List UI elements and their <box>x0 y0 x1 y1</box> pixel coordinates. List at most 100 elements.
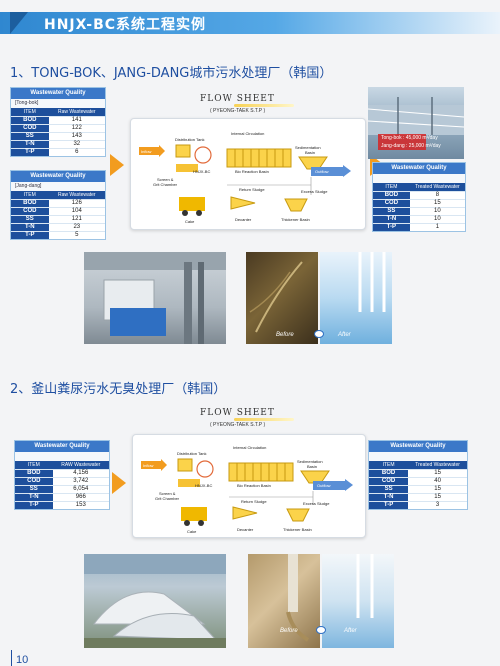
photo-before-treatment-2 <box>248 554 320 648</box>
flow-sheet-title: FLOW SHEET <box>200 94 275 104</box>
row-value: 15 <box>408 494 467 501</box>
row-value: 143 <box>48 133 105 140</box>
sludge-water-illustration <box>249 261 303 333</box>
row-value: 104 <box>48 208 105 215</box>
flow-label-decanter: Decanter <box>237 527 254 532</box>
row-value: 3,742 <box>52 478 109 485</box>
clear-water-illustration <box>358 252 386 312</box>
flow-diagram-graphics <box>139 144 351 216</box>
table-heading: Wastewater Quality <box>373 163 465 174</box>
row-item: COD <box>11 125 49 132</box>
column-item: ITEM <box>369 461 409 469</box>
row-value: 966 <box>52 494 109 501</box>
page-number: 10 <box>16 654 29 666</box>
row-item: T-N <box>11 224 49 231</box>
flow-label-screen: Screen & <box>157 177 174 182</box>
column-item: ITEM <box>373 183 410 191</box>
flow-label-internal-circulation: Internal Circulation <box>233 445 267 450</box>
aeration-basin-illustration <box>368 97 464 135</box>
table-heading: Wastewater Quality <box>11 171 105 182</box>
row-item: T-N <box>15 494 53 501</box>
row-item: COD <box>373 200 410 207</box>
row-value: 1 <box>409 224 465 231</box>
flow-label-system: HNJX-BC <box>193 169 211 174</box>
table-column-headers: ITEM Raw Wastewater <box>11 191 105 199</box>
eye-icon <box>316 626 326 634</box>
flow-sheet-diagram-2: Inflow Distribution Tank Internal Circul… <box>132 434 366 538</box>
treated-quality-table-1: Wastewater Quality ITEM Treated Wastewat… <box>372 162 466 232</box>
flow-label-inflow: Inflow <box>141 149 152 154</box>
row-value: 5 <box>48 232 105 239</box>
column-item: ITEM <box>11 191 49 199</box>
row-value: 40 <box>408 478 467 485</box>
table-column-headers: ITEM Treated Wastewater <box>373 183 465 191</box>
column-value: RAW Wastewater <box>52 461 109 469</box>
row-value: 10 <box>409 216 465 223</box>
row-item: BOD <box>369 470 409 477</box>
flow-title-underline <box>234 418 294 421</box>
flow-label-outflow: Outflow <box>315 169 329 174</box>
row-value: 23 <box>48 224 105 231</box>
pipe-sludge-illustration <box>286 554 310 642</box>
flow-label-thickener: Thickener Basin <box>281 217 310 222</box>
table-spacer <box>15 452 109 461</box>
thickener-icon <box>286 508 310 522</box>
flow-label-cake: Cake <box>187 529 197 534</box>
flow-label-bio-reaction: Bio Reaction Basin <box>235 169 269 174</box>
row-item: BOD <box>15 470 53 477</box>
table-site-label: [Tong-bok] <box>11 99 105 108</box>
flow-label-internal-circulation: Internal Circulation <box>231 131 265 136</box>
section-2-title: 2、釜山粪尿污水无臭处理厂（韩国） <box>10 382 227 397</box>
covered-tanks-illustration <box>84 252 226 344</box>
row-item: T-P <box>369 502 409 509</box>
flow-label-bio-reaction: Bio Reaction Basin <box>237 483 271 488</box>
row-item: SS <box>11 216 49 223</box>
row-value: 6,054 <box>52 486 109 493</box>
table-spacer <box>369 452 467 461</box>
row-item: BOD <box>11 200 49 207</box>
eye-icon <box>314 330 324 338</box>
decanter-icon <box>230 196 256 210</box>
section-1-title: 1、TONG-BOK、JANG-DANG城市污水处理厂（韩国） <box>10 66 333 81</box>
row-value: 15 <box>409 200 465 207</box>
row-value: 15 <box>408 486 467 493</box>
row-value: 32 <box>48 141 105 148</box>
outflow-arrow-icon <box>311 167 343 176</box>
row-value: 121 <box>48 216 105 223</box>
flow-label-thickener: Thickener Basin <box>283 527 312 532</box>
flow-label-sedimentation: Sedimentation <box>295 145 321 150</box>
row-value: 10 <box>409 208 465 215</box>
flow-label-cake: Cake <box>185 219 195 224</box>
header-corner-decoration <box>10 12 28 34</box>
decanter-icon <box>232 506 258 520</box>
flow-label-system: HNJX-BC <box>195 483 213 488</box>
flow-label-excess-sludge: Excess Sludge <box>301 189 328 194</box>
flow-sheet-diagram: Inflow Distribution Tank Internal Circul… <box>130 118 366 230</box>
table-site-label: [Jang-dang] <box>11 182 105 191</box>
row-value: 153 <box>52 502 109 509</box>
row-item: SS <box>15 486 53 493</box>
raw-quality-table-jangdang: Wastewater Quality [Jang-dang] ITEM Raw … <box>10 170 106 240</box>
flow-label-inflow: Inflow <box>143 463 154 468</box>
row-value: 15 <box>408 470 467 477</box>
truck-icon <box>179 197 205 211</box>
photo-before-treatment <box>246 252 318 344</box>
inflow-arrow-icon <box>139 147 159 155</box>
system-logo-icon <box>196 460 214 478</box>
flow-label-screen: Screen & <box>159 491 176 496</box>
header-bar <box>0 12 500 34</box>
row-value: 8 <box>409 192 465 199</box>
